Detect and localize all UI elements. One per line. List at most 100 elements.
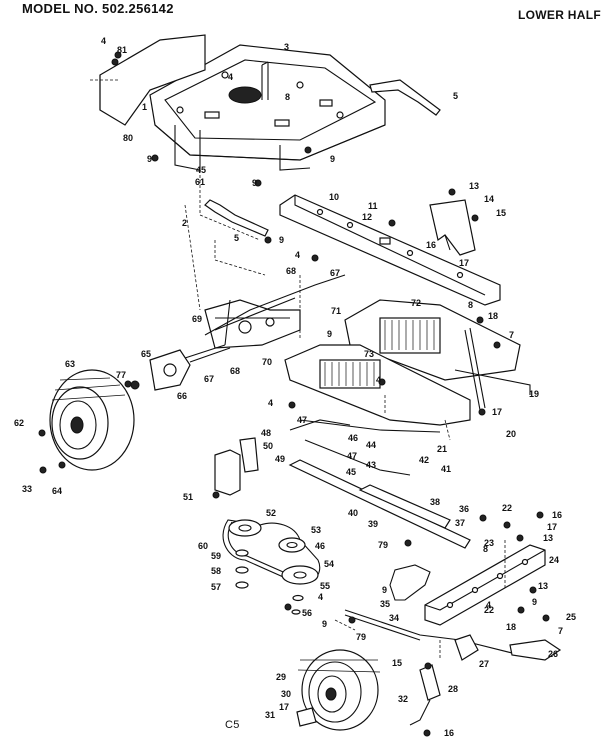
callout-64: 64 <box>52 486 62 496</box>
pulley-center <box>278 537 306 553</box>
callout-56: 56 <box>302 608 312 618</box>
callout-14: 14 <box>484 194 494 204</box>
callout-41: 41 <box>441 464 451 474</box>
callout-55: 55 <box>320 581 330 591</box>
callout-9b: 9 <box>330 154 335 164</box>
axle-hub <box>130 344 231 391</box>
section-title: LOWER HALF <box>518 8 601 22</box>
washer-stack <box>235 549 304 615</box>
callout-22: 22 <box>502 503 512 513</box>
callout-51: 51 <box>183 492 193 502</box>
callout-16c: 16 <box>444 728 454 738</box>
callout-7b: 7 <box>558 626 563 636</box>
callout-45b: 45 <box>346 467 356 477</box>
wheel-bushing <box>296 707 317 727</box>
callout-9c: 9 <box>252 178 257 188</box>
callout-40: 40 <box>348 508 358 518</box>
callout-18: 18 <box>488 311 498 321</box>
callout-46: 46 <box>348 433 358 443</box>
callout-32: 32 <box>398 694 408 704</box>
callout-50: 50 <box>263 441 273 451</box>
callout-4b: 4 <box>228 72 233 82</box>
callout-47b: 47 <box>347 451 357 461</box>
callout-16b: 16 <box>552 510 562 520</box>
callout-59: 59 <box>211 551 221 561</box>
callout-67b: 67 <box>204 374 214 384</box>
side-bracket <box>99 34 206 126</box>
callout-53: 53 <box>311 525 321 535</box>
callout-62: 62 <box>14 418 24 428</box>
page-code: C5 <box>225 719 240 731</box>
callout-52: 52 <box>266 508 276 518</box>
callout-13: 13 <box>469 181 479 191</box>
callout-47: 47 <box>297 415 307 425</box>
callout-61: 61 <box>195 177 205 187</box>
callout-77: 77 <box>116 370 126 380</box>
callout-1: 1 <box>142 102 147 112</box>
callout-17: 17 <box>459 258 469 268</box>
leader-lines <box>90 79 506 660</box>
callout-26: 26 <box>548 649 558 659</box>
pulley-bracket <box>204 274 346 349</box>
linkage-rods <box>299 327 531 433</box>
callout-81: 81 <box>117 45 127 55</box>
callout-4c: 4 <box>295 250 300 260</box>
callout-38: 38 <box>430 497 440 507</box>
callout-4e: 4 <box>376 375 381 385</box>
callout-25: 25 <box>566 612 576 622</box>
callout-48: 48 <box>261 428 271 438</box>
callout-5b: 5 <box>234 233 239 243</box>
callout-68b: 68 <box>230 366 240 376</box>
callout-9: 9 <box>147 154 152 164</box>
callout-15: 15 <box>496 208 506 218</box>
callout-49: 49 <box>275 454 285 464</box>
rear-wheel <box>49 369 135 471</box>
callout-9h: 9 <box>532 597 537 607</box>
callout-11: 11 <box>368 201 378 211</box>
callout-45: 45 <box>196 165 206 175</box>
callout-30: 30 <box>281 689 291 699</box>
callout-27: 27 <box>479 659 489 669</box>
callout-57: 57 <box>211 582 221 592</box>
callout-46b: 46 <box>315 541 325 551</box>
callout-5: 5 <box>453 91 458 101</box>
callout-9d: 9 <box>279 235 284 245</box>
callout-79: 79 <box>378 540 388 550</box>
chassis-plate <box>149 44 386 171</box>
callout-3: 3 <box>284 42 289 52</box>
callout-12: 12 <box>362 212 372 222</box>
callout-54: 54 <box>324 559 334 569</box>
callout-2: 2 <box>182 218 187 228</box>
callout-67: 67 <box>330 268 340 278</box>
callout-7: 7 <box>509 330 514 340</box>
brake-bracket <box>212 437 259 499</box>
shift-lever <box>261 61 269 100</box>
callout-58: 58 <box>211 566 221 576</box>
pulley-left <box>228 519 262 537</box>
callout-65: 65 <box>141 349 151 359</box>
callout-29: 29 <box>276 672 286 682</box>
callout-66: 66 <box>177 391 187 401</box>
callout-4f: 4 <box>318 592 323 602</box>
clutch-rod <box>288 419 471 549</box>
axle-support-bar <box>279 194 501 306</box>
callout-4g: 4 <box>486 600 491 610</box>
callout-16: 16 <box>426 240 436 250</box>
callout-71: 71 <box>331 306 341 316</box>
callout-28: 28 <box>448 684 458 694</box>
tie-rod <box>344 609 562 661</box>
callout-4: 4 <box>101 36 106 46</box>
callout-8: 8 <box>285 92 290 102</box>
callout-15b: 15 <box>392 658 402 668</box>
callout-42: 42 <box>419 455 429 465</box>
rod-38 <box>358 484 451 529</box>
callout-63: 63 <box>65 359 75 369</box>
callout-34: 34 <box>389 613 399 623</box>
support-bracket <box>429 199 476 256</box>
callout-33: 33 <box>22 484 32 494</box>
pulley-lower <box>281 565 319 585</box>
model-number-title: MODEL NO. 502.256142 <box>22 1 174 16</box>
callout-44: 44 <box>366 440 376 450</box>
callout-72: 72 <box>411 298 421 308</box>
